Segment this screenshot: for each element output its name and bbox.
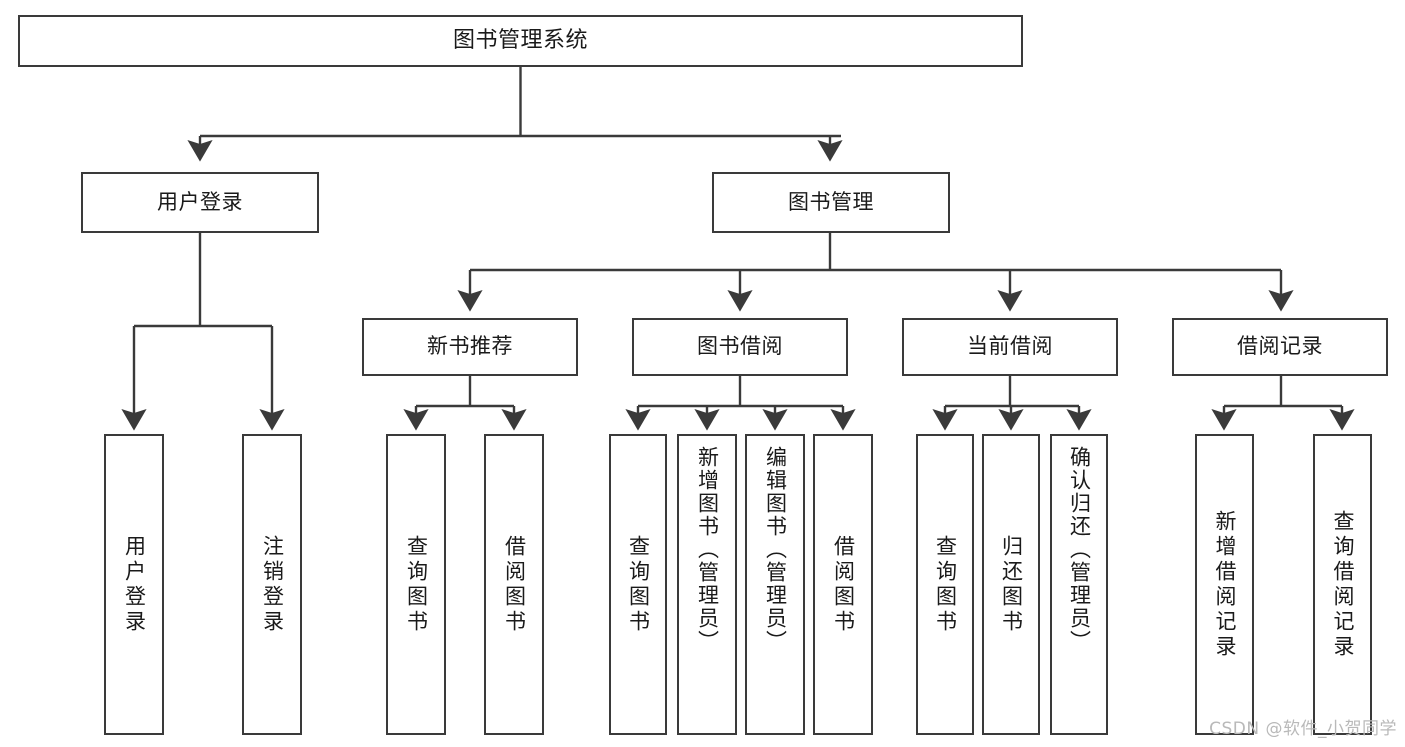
node-root-system[interactable]: 图书管理系统 xyxy=(18,15,1023,67)
leaf-borrow-book[interactable]: 借阅图书 xyxy=(813,434,873,735)
leaf-query-book-newbook[interactable]: 查询图书 xyxy=(386,434,446,735)
node-label: 编辑图书（管理员） xyxy=(763,446,788,653)
leaf-borrow-book-newbook[interactable]: 借阅图书 xyxy=(484,434,544,735)
leaf-edit-book-admin[interactable]: 编辑图书（管理员） xyxy=(745,434,805,735)
node-current-borrow[interactable]: 当前借阅 xyxy=(902,318,1118,376)
node-borrow-records[interactable]: 借阅记录 xyxy=(1172,318,1388,376)
node-label: 图书管理系统 xyxy=(452,27,588,53)
node-book-borrow[interactable]: 图书借阅 xyxy=(632,318,848,376)
leaf-query-borrow-record[interactable]: 查询借阅记录 xyxy=(1313,434,1372,735)
leaf-add-book-admin[interactable]: 新增图书（管理员） xyxy=(677,434,737,735)
leaf-return-book[interactable]: 归还图书 xyxy=(982,434,1040,735)
watermark-text: CSDN @软件_小贺同学 xyxy=(1209,719,1397,739)
node-label: 注销登录 xyxy=(260,534,285,635)
node-label: 用户登录 xyxy=(157,189,243,214)
leaf-add-borrow-record[interactable]: 新增借阅记录 xyxy=(1195,434,1254,735)
node-label: 借阅图书 xyxy=(831,534,856,635)
node-label: 用户登录 xyxy=(122,534,147,635)
leaf-confirm-return-admin[interactable]: 确认归还（管理员） xyxy=(1050,434,1108,735)
leaf-query-book-current[interactable]: 查询图书 xyxy=(916,434,974,735)
node-label: 借阅记录 xyxy=(1237,334,1323,359)
node-label: 新增图书（管理员） xyxy=(695,446,720,653)
node-label: 新书推荐 xyxy=(427,334,513,359)
node-book-management[interactable]: 图书管理 xyxy=(712,172,950,233)
node-label: 借阅图书 xyxy=(502,534,527,635)
node-label: 确认归还（管理员） xyxy=(1067,446,1092,653)
node-user-login[interactable]: 用户登录 xyxy=(81,172,319,233)
node-label: 归还图书 xyxy=(999,534,1024,635)
node-label: 新增借阅记录 xyxy=(1213,509,1237,660)
leaf-logout[interactable]: 注销登录 xyxy=(242,434,302,735)
node-label: 当前借阅 xyxy=(967,334,1053,359)
node-label: 查询图书 xyxy=(404,534,429,635)
node-label: 查询图书 xyxy=(933,534,958,635)
node-label: 查询图书 xyxy=(626,534,651,635)
node-label: 图书管理 xyxy=(788,189,874,214)
node-new-book-recommend[interactable]: 新书推荐 xyxy=(362,318,578,376)
leaf-user-login[interactable]: 用户登录 xyxy=(104,434,164,735)
leaf-query-book-borrow[interactable]: 查询图书 xyxy=(609,434,667,735)
node-label: 图书借阅 xyxy=(697,334,783,359)
node-label: 查询借阅记录 xyxy=(1331,509,1355,660)
